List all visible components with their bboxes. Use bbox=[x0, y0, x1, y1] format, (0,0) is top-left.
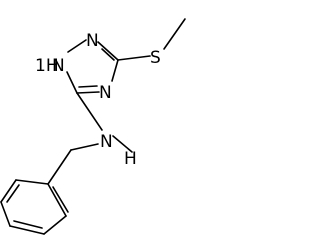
bond-c5-n1 bbox=[66, 71, 78, 94]
bond-c5-namine bbox=[76, 92, 103, 131]
atom-label-1h: 1H bbox=[35, 56, 59, 76]
atom-label-n4: N bbox=[99, 83, 112, 103]
benzene-bond-3 bbox=[9, 225, 45, 235]
bond-n1-n2 bbox=[67, 39, 87, 53]
bond-ch2-ring bbox=[47, 149, 72, 185]
chemical-structure-diagram: 1H N N N S N H bbox=[0, 18, 186, 235]
bond-namine-h bbox=[112, 135, 133, 153]
benzene-bond-5 bbox=[0, 179, 17, 203]
bond-c3-s bbox=[117, 55, 151, 61]
benzene-bond-4 bbox=[0, 201, 11, 227]
bond-s-ch3 bbox=[163, 18, 186, 50]
atom-label-n1: N bbox=[52, 56, 65, 76]
bond-n4-c5-double bbox=[78, 85, 98, 88]
benzene-bond-2 bbox=[43, 215, 67, 235]
atom-label-amine-n: N bbox=[100, 132, 113, 152]
atom-label-amine-h: H bbox=[124, 149, 137, 169]
benzene-bond-3-inner bbox=[13, 220, 43, 229]
atom-label-n2: N bbox=[86, 31, 99, 51]
benzene-bond-6 bbox=[15, 179, 49, 185]
atom-label-s: S bbox=[150, 48, 161, 68]
bond-n2-c3 bbox=[97, 41, 119, 61]
bond-c3-n4 bbox=[111, 59, 119, 82]
benzene-bond-1 bbox=[47, 183, 67, 217]
bond-n4-c5 bbox=[76, 91, 100, 94]
bond-n2-c3-double bbox=[101, 48, 115, 61]
benzene-bond-1-inner bbox=[52, 186, 69, 213]
bond-namine-ch2 bbox=[70, 143, 99, 151]
benzene-bond-5-inner bbox=[6, 184, 20, 203]
